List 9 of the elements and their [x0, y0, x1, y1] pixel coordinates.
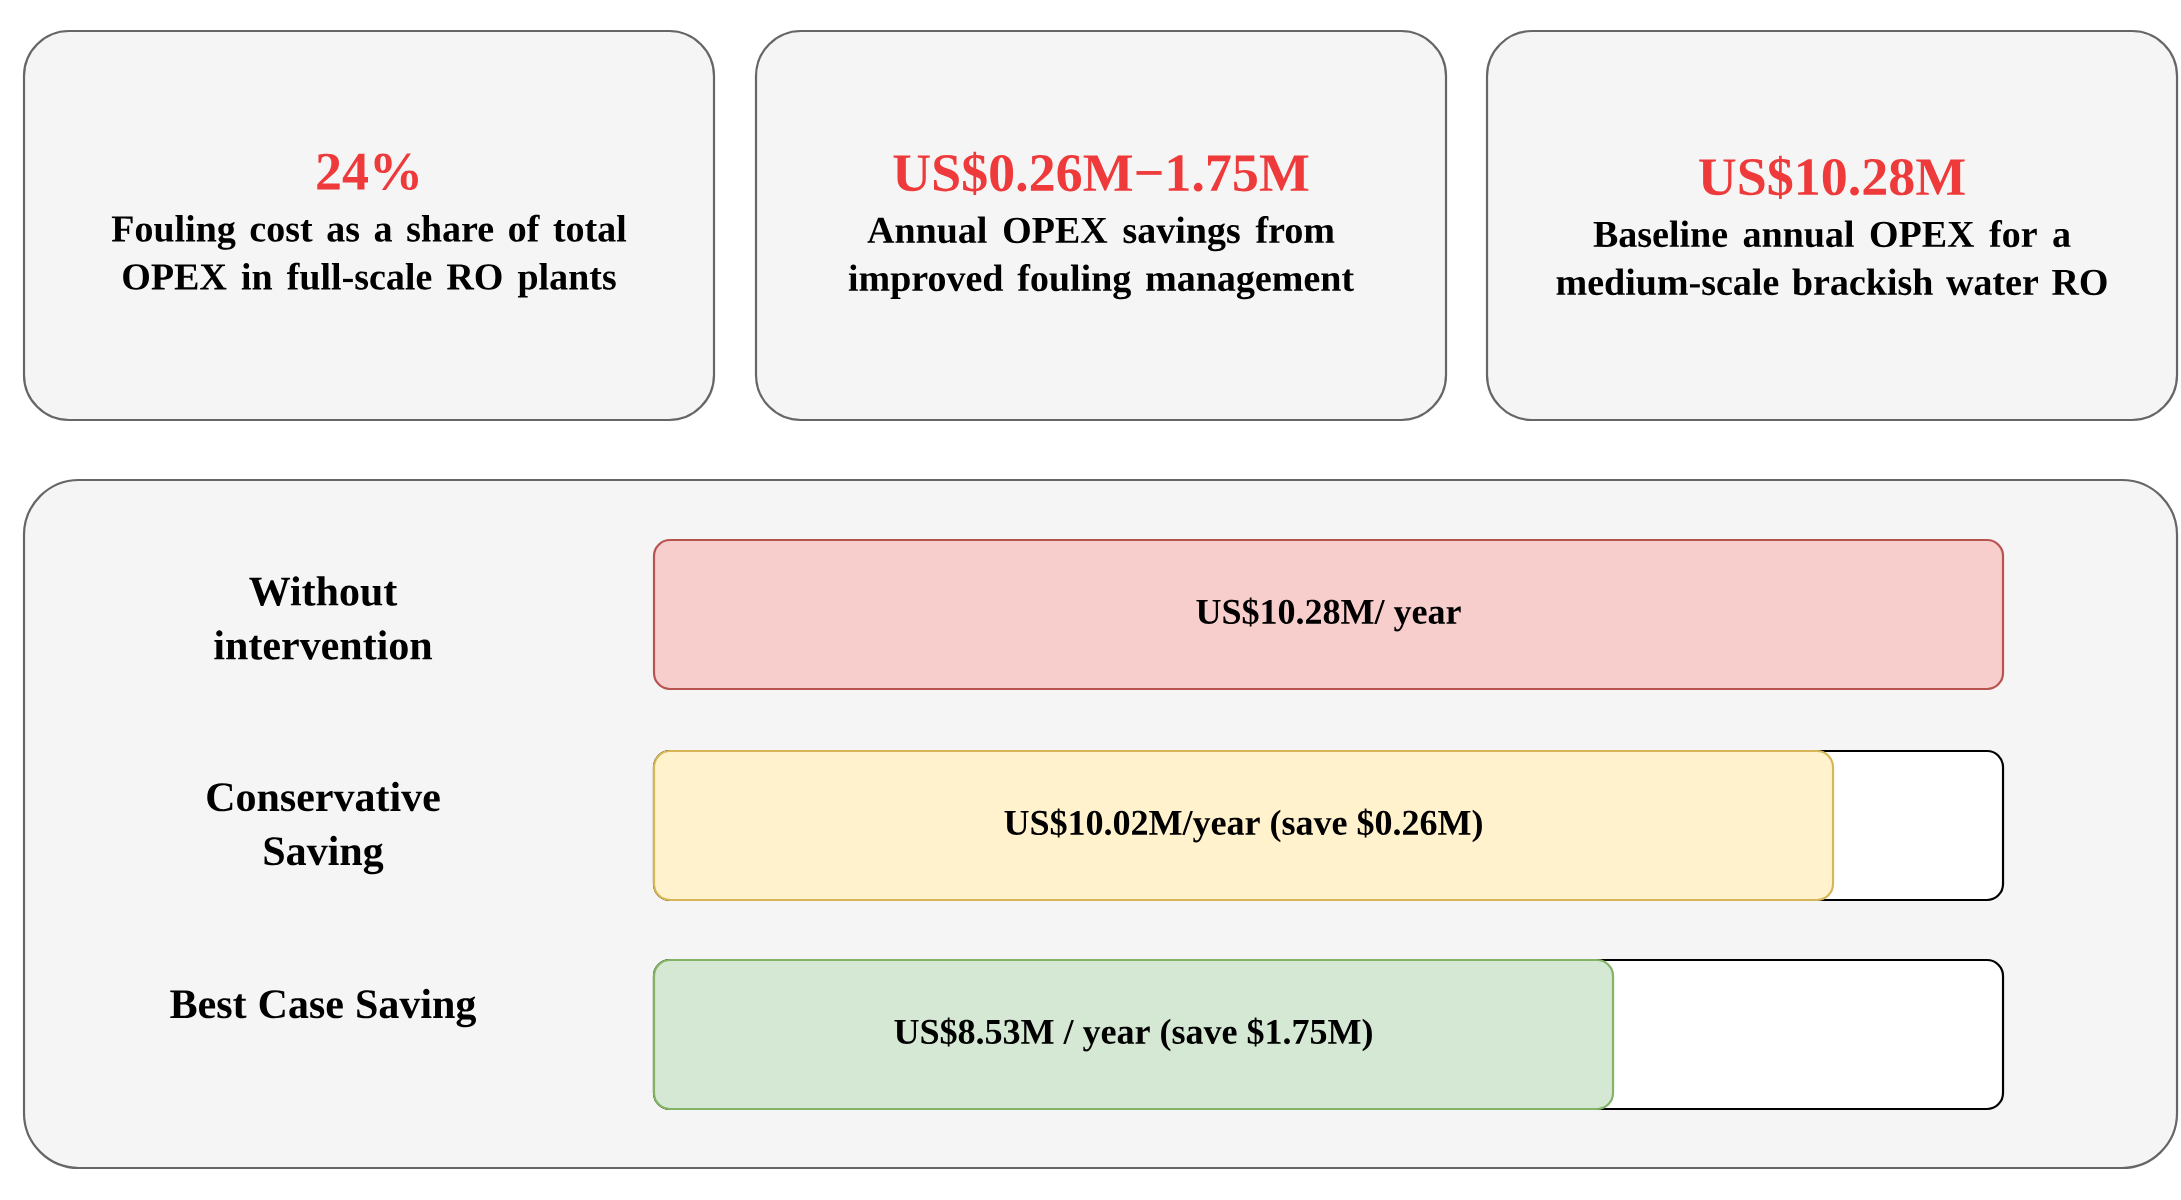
stat-card: US$10.28M Baseline annual OPEX for a medium-scale brackish water RO: [1485, 29, 2179, 422]
bar: US$10.02M/year (save $0.26M): [652, 749, 1835, 902]
row-label: Without intervention: [214, 576, 433, 660]
row-label: Conservative Saving: [207, 781, 440, 875]
row-label: Best Case Saving: [170, 988, 476, 1028]
bar: US$10.28M/ year: [652, 538, 2005, 691]
bar: US$8.53M / year (save $1.75M): [652, 958, 1615, 1111]
stat-card: US$0.26M−1.75M Annual OPEX savings from improved fouling management: [754, 29, 1448, 422]
stat-card: 24% Fouling cost as a share of total OPEX in full-scale RO plants: [22, 29, 716, 422]
